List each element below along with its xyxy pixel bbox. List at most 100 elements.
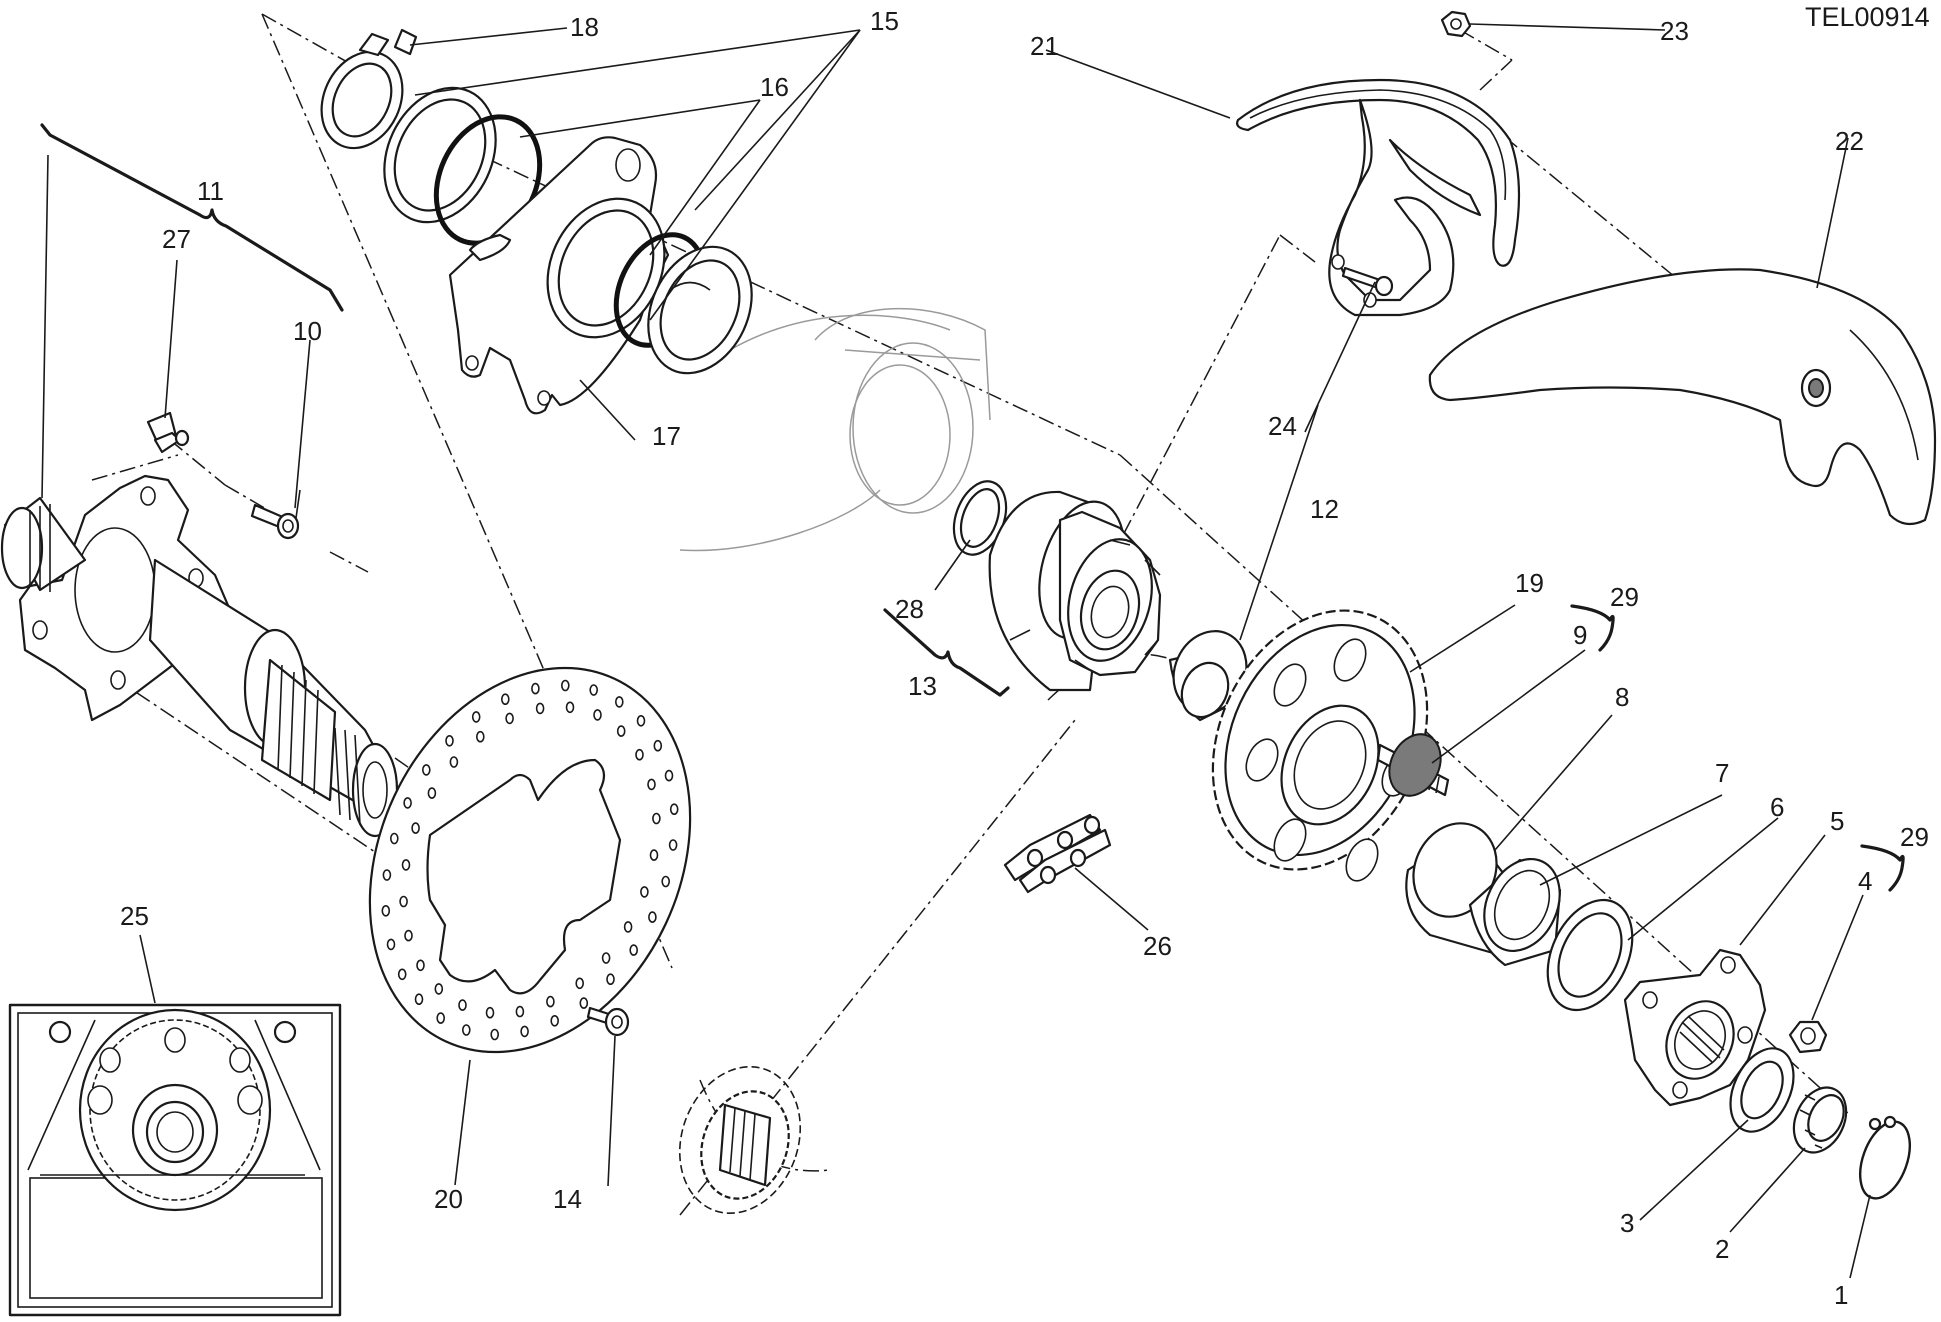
caliper-bracket-17 (448, 136, 670, 415)
disc-drill-hole (436, 1012, 446, 1024)
bushing-12 (1168, 630, 1248, 722)
disc-drill-hole (475, 730, 485, 743)
disc-drill-hole (589, 684, 599, 696)
callout-26: 26 (1143, 931, 1172, 961)
brake-disc-20 (368, 666, 692, 1054)
reference-code: TEL00914 (1805, 2, 1930, 32)
disc-drill-hole (560, 679, 570, 692)
callout-11: 11 (197, 176, 224, 206)
nut-4 (1788, 1020, 1828, 1054)
disc-drill-hole (416, 959, 425, 972)
disc-drill-hole (653, 739, 663, 752)
disc-drill-hole (648, 911, 657, 923)
stud-9 (1376, 733, 1450, 797)
brace-13 (883, 608, 1010, 697)
eccentric-hub-13 (988, 490, 1162, 692)
disc-drill-hole (520, 1025, 529, 1038)
callout-27: 27 (162, 224, 191, 254)
disc-drill-hole (601, 952, 611, 964)
callout-23: 23 (1660, 16, 1689, 46)
disc-drill-hole (550, 1014, 560, 1027)
callout-1: 1 (1834, 1280, 1848, 1310)
callout-10: 10 (293, 316, 322, 346)
disc-drill-hole (649, 849, 659, 861)
callout-4: 4 (1858, 866, 1872, 896)
disc-drill-hole (614, 696, 624, 708)
disc-drill-hole (471, 711, 481, 723)
front-sprocket-outline (678, 1065, 802, 1215)
disc-drill-hole (640, 886, 649, 898)
callouts: 1 2 3 4 5 6 7 8 9 10 11 12 13 14 15 16 1… (120, 6, 1929, 1310)
brace-29-top (1570, 604, 1615, 652)
chain-guard-21 (1236, 78, 1521, 317)
disc-drill-hole (434, 983, 444, 995)
disc-drill-hole (386, 938, 396, 951)
chain-link-26 (1003, 813, 1112, 894)
disc-drill-hole (505, 712, 514, 725)
callout-29-bottom: 29 (1900, 822, 1929, 852)
rear-sprocket-19 (1211, 609, 1429, 882)
callout-12: 12 (1310, 494, 1339, 524)
callout-8: 8 (1615, 682, 1629, 712)
disc-drill-hole (636, 714, 646, 727)
brace-11 (40, 123, 344, 312)
callout-21: 21 (1030, 31, 1059, 61)
screw-24 (1341, 266, 1394, 297)
callout-22: 22 (1835, 126, 1864, 156)
callout-17: 17 (652, 421, 681, 451)
disc-drill-hole (403, 797, 412, 809)
disc-drill-hole (500, 693, 510, 706)
washer-3 (1729, 1047, 1795, 1133)
disc-drill-hole (565, 701, 575, 714)
spacer-7 (1468, 857, 1562, 967)
callout-3: 3 (1620, 1208, 1634, 1238)
washer-6 (1546, 898, 1634, 1012)
disc-drill-hole (535, 702, 545, 715)
disc-drill-hole (575, 977, 585, 990)
disc-screw-14 (586, 1006, 630, 1037)
disc-drill-hole (546, 995, 555, 1008)
disc-drill-hole (635, 748, 644, 761)
seal-ring-15a (383, 86, 497, 224)
callout-13: 13 (908, 671, 937, 701)
callout-28: 28 (895, 594, 924, 624)
disc-drill-hole (647, 778, 656, 791)
flange-5 (1623, 948, 1767, 1107)
disc-drill-hole (669, 803, 679, 816)
callout-9: 9 (1573, 620, 1587, 650)
disc-drill-hole (421, 764, 431, 776)
disc-drill-hole (485, 1006, 495, 1019)
disc-drill-hole (458, 999, 467, 1011)
disc-drill-hole (404, 929, 413, 942)
callout-15: 15 (870, 6, 899, 36)
disc-drill-hole (664, 769, 674, 782)
disc-drill-hole (668, 839, 678, 851)
circlip-1 (1859, 1115, 1911, 1200)
disc-drill-hole (401, 859, 411, 871)
callout-6: 6 (1770, 792, 1784, 822)
disc-drill-hole (445, 734, 454, 747)
rear-axle-shaft (0, 474, 399, 838)
disc-drill-hole (579, 997, 589, 1009)
hub-screw (250, 503, 300, 540)
disc-drill-hole (515, 1005, 525, 1018)
callout-20: 20 (434, 1184, 463, 1214)
callout-5: 5 (1830, 806, 1844, 836)
disc-drill-hole (397, 968, 407, 981)
grease-nipple (146, 411, 190, 454)
disc-drill-hole (414, 993, 424, 1006)
mudguard-22 (1428, 268, 1937, 526)
disc-drill-hole (399, 895, 408, 908)
ring-nut-2 (1792, 1086, 1848, 1154)
brace-29-bottom (1860, 844, 1905, 892)
disc-drill-hole (449, 756, 459, 768)
callout-24: 24 (1268, 411, 1297, 441)
callout-18: 18 (570, 12, 599, 42)
callout-19: 19 (1515, 568, 1544, 598)
disc-drill-hole (427, 787, 437, 799)
disc-drill-hole (616, 725, 626, 737)
disc-drill-hole (490, 1028, 500, 1041)
disc-drill-hole (652, 812, 661, 825)
swingarm-ghost-outline (679, 307, 991, 552)
